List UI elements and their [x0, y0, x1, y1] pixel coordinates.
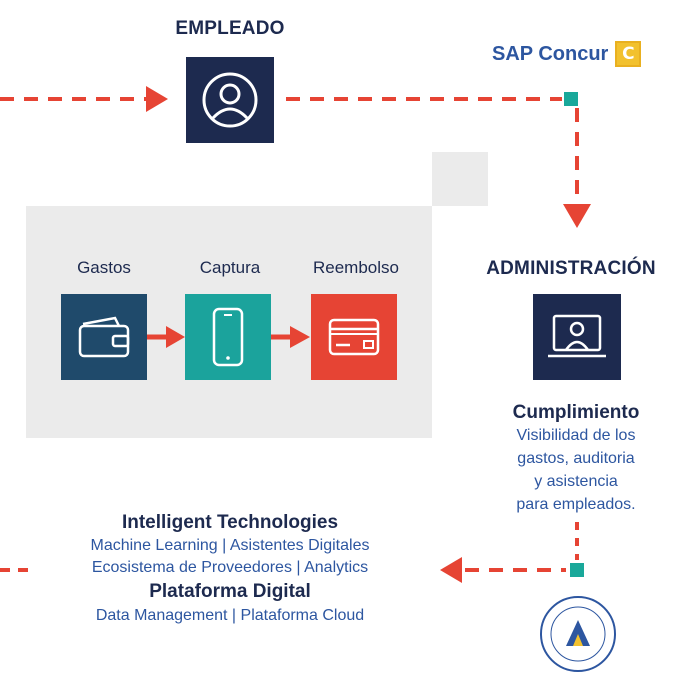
sap-concur-brand: SAP Concur C — [492, 41, 642, 67]
smartphone-icon — [212, 307, 244, 367]
compliance-line-4: para empleados. — [516, 496, 636, 513]
compliance-line-1: Visibilidad de los — [516, 427, 636, 444]
admin-title: ADMINISTRACIÓN — [486, 258, 656, 279]
tech-line-1: Machine Learning | Asistentes Digitales — [90, 537, 370, 554]
compliance-title: Cumplimiento — [512, 402, 640, 423]
step-label-reembolso: Reembolso — [313, 258, 399, 277]
arrow-to-tech — [440, 557, 462, 583]
tech-title: Intelligent Technologies — [121, 512, 339, 533]
node-top-right — [564, 92, 578, 106]
step-box-captura — [185, 294, 271, 380]
tech-line-2: Ecosistema de Proveedores | Analytics — [91, 559, 369, 576]
credit-card-icon — [328, 318, 380, 356]
arrow-to-admin — [563, 204, 591, 228]
tax-agency-seal — [540, 596, 616, 672]
compliance-block: Cumplimiento Visibilidad de los gastos, … — [476, 402, 676, 516]
employee-card — [186, 57, 274, 143]
video-call-icon — [548, 314, 606, 358]
arrow-to-employee — [146, 86, 168, 112]
platform-title: Plataforma Digital — [149, 581, 311, 602]
wallet-icon — [78, 316, 130, 358]
tech-line-3: Data Management | Plataforma Cloud — [95, 607, 365, 624]
step-box-reembolso — [311, 294, 397, 380]
decorative-square — [432, 152, 488, 206]
admin-card — [533, 294, 621, 380]
step-box-gastos — [61, 294, 147, 380]
brand-name: SAP Concur — [492, 42, 609, 65]
node-bottom-right — [570, 563, 584, 577]
compliance-line-2: gastos, auditoria — [517, 450, 635, 467]
step-label-captura: Captura — [199, 258, 261, 277]
technologies-block: Intelligent Technologies Machine Learnin… — [22, 511, 438, 627]
employee-title: EMPLEADO — [175, 18, 285, 39]
user-icon — [202, 72, 258, 128]
concur-logo-icon: C — [615, 41, 642, 67]
compliance-line-3: y asistencia — [534, 473, 618, 490]
step-label-gastos: Gastos — [77, 258, 131, 277]
